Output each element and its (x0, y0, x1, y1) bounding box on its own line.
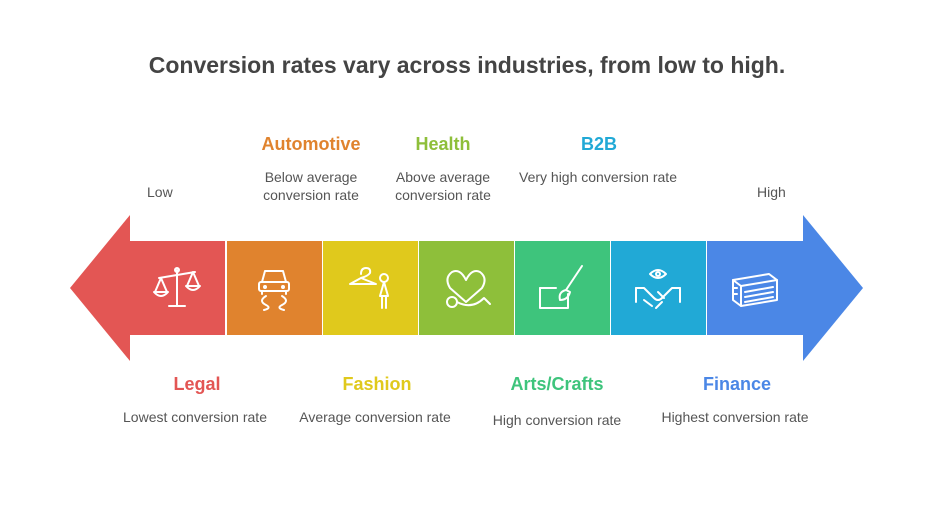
segment-desc-finance: Highest conversion rate (661, 409, 809, 425)
low-label: Low (147, 184, 173, 200)
stethoscope-heart-icon (446, 270, 491, 308)
segment-desc-b2b: Very high conversion rate (519, 169, 677, 185)
segment-b2b (611, 241, 706, 335)
segment-arts-crafts (515, 241, 610, 335)
segment-label-legal: Legal (173, 374, 221, 394)
segment-label-arts-crafts: Arts/Crafts (510, 374, 604, 394)
page-title: Conversion rates vary across industries,… (148, 52, 786, 78)
paint-brush-icon (539, 265, 583, 309)
segment-desc-automotive: Below average conversion rate (263, 169, 359, 203)
segment-automotive (227, 241, 322, 335)
left-arrowhead (70, 215, 130, 361)
car-icon (258, 270, 290, 311)
segment-desc-legal: Lowest conversion rate (123, 409, 267, 425)
money-stack-icon (732, 273, 778, 307)
scales-icon (153, 267, 201, 307)
segment-finance (707, 241, 803, 335)
handshake-icon (635, 269, 681, 309)
segment-fashion (323, 241, 418, 335)
hanger-person-icon (349, 267, 389, 309)
high-label: High (757, 184, 786, 200)
segment-desc-arts-crafts: High conversion rate (492, 412, 622, 428)
segment-label-finance: Finance (702, 374, 772, 394)
segment-label-fashion: Fashion (342, 374, 412, 394)
segment-label-b2b: B2B (580, 134, 617, 154)
segment-desc-fashion: Average conversion rate (299, 409, 451, 425)
segment-desc-health: Above average conversion rate (395, 169, 491, 203)
segment-label-automotive: Automotive (261, 134, 361, 154)
segment-health (419, 241, 514, 335)
right-arrowhead (803, 215, 863, 361)
segment-label-health: Health (415, 134, 471, 154)
